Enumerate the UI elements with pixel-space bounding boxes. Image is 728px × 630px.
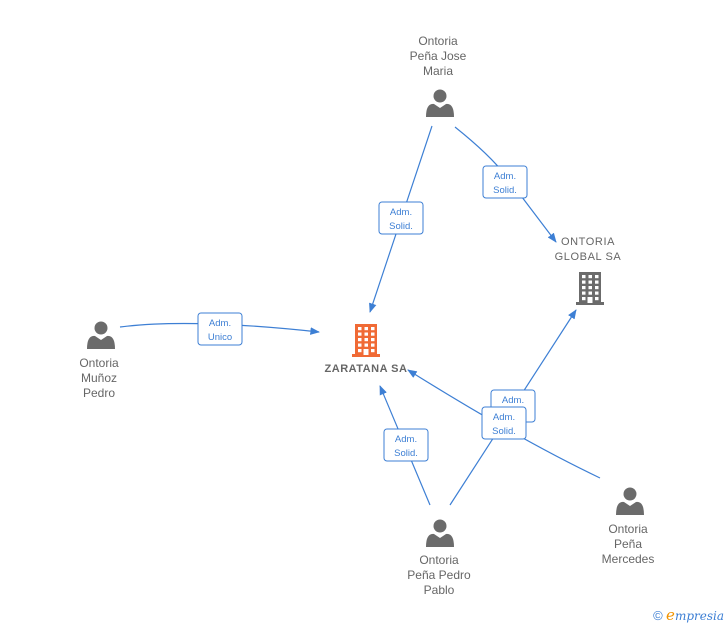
- edge-label-jose-zaratana[interactable]: Adm. Solid.: [378, 201, 424, 235]
- copyright-symbol: ©: [653, 608, 663, 623]
- empresia-watermark[interactable]: © empresia: [653, 606, 724, 624]
- edges-layer: [119, 125, 601, 506]
- edge-label-munoz-zaratana[interactable]: Adm. Unico: [197, 312, 243, 346]
- edge-label-line: Unico: [208, 332, 232, 343]
- brand-initial: e: [666, 606, 675, 624]
- node-label-line: Peña Pedro: [407, 568, 471, 582]
- node-label-line: Pedro: [83, 386, 115, 400]
- node-label-line: Ontoria: [79, 356, 119, 370]
- edge-label-box: [481, 406, 527, 440]
- edge-label-line: Adm.: [395, 434, 417, 445]
- edge-label-box: [383, 428, 429, 462]
- edge-label-line: Solid.: [493, 185, 517, 196]
- edge-label-pablo-zaratana[interactable]: Adm. Solid.: [383, 428, 429, 462]
- edge-label-box: [378, 201, 424, 235]
- node-label-line: Peña: [614, 537, 642, 551]
- edge-label-line: Solid.: [492, 426, 516, 437]
- edge-label-line: Solid.: [394, 448, 418, 459]
- brand-name: mpresia: [674, 609, 724, 623]
- edge-label-line: Adm.: [494, 171, 516, 182]
- person-icon: [426, 89, 454, 117]
- edge-label-line: Adm.: [493, 412, 515, 423]
- edge-label-box: [197, 312, 243, 346]
- node-label-line: Mercedes: [602, 552, 655, 566]
- edge-labels-layer: Adm.Solid.Adm.Solid.Adm.UnicoAdm.Solid.A…: [197, 165, 536, 462]
- node-label-line: Ontoria: [608, 522, 648, 536]
- edge-label-line: Adm.: [390, 207, 412, 218]
- edge-label-line: Solid.: [389, 221, 413, 232]
- edge-label-jose-global[interactable]: Adm. Solid.: [482, 165, 528, 199]
- building-icon: [352, 324, 380, 357]
- edge-label-line: Adm.: [209, 318, 231, 329]
- node-ontoria-global[interactable]: ONTORIA GLOBAL SA: [555, 236, 622, 305]
- person-icon: [616, 487, 644, 515]
- node-label-line: ONTORIA: [561, 236, 615, 248]
- building-icon: [576, 272, 604, 305]
- node-label-line: ZARATANA SA: [325, 363, 408, 375]
- person-icon: [87, 321, 115, 349]
- node-label-line: Pablo: [424, 583, 455, 597]
- node-label-line: Maria: [423, 64, 453, 78]
- edge-label-mercedes-zaratana[interactable]: Adm. Solid.: [481, 406, 527, 440]
- node-label-line: GLOBAL SA: [555, 251, 622, 263]
- edge-label-line: Adm.: [502, 395, 524, 406]
- person-icon: [426, 519, 454, 547]
- node-label-line: Ontoria: [419, 553, 459, 567]
- node-label-line: Ontoria: [418, 34, 458, 48]
- edge-label-box: [482, 165, 528, 199]
- node-label-line: Muñoz: [81, 371, 117, 385]
- node-zaratana[interactable]: ZARATANA SA: [325, 324, 408, 375]
- node-label-line: Peña Jose: [410, 49, 467, 63]
